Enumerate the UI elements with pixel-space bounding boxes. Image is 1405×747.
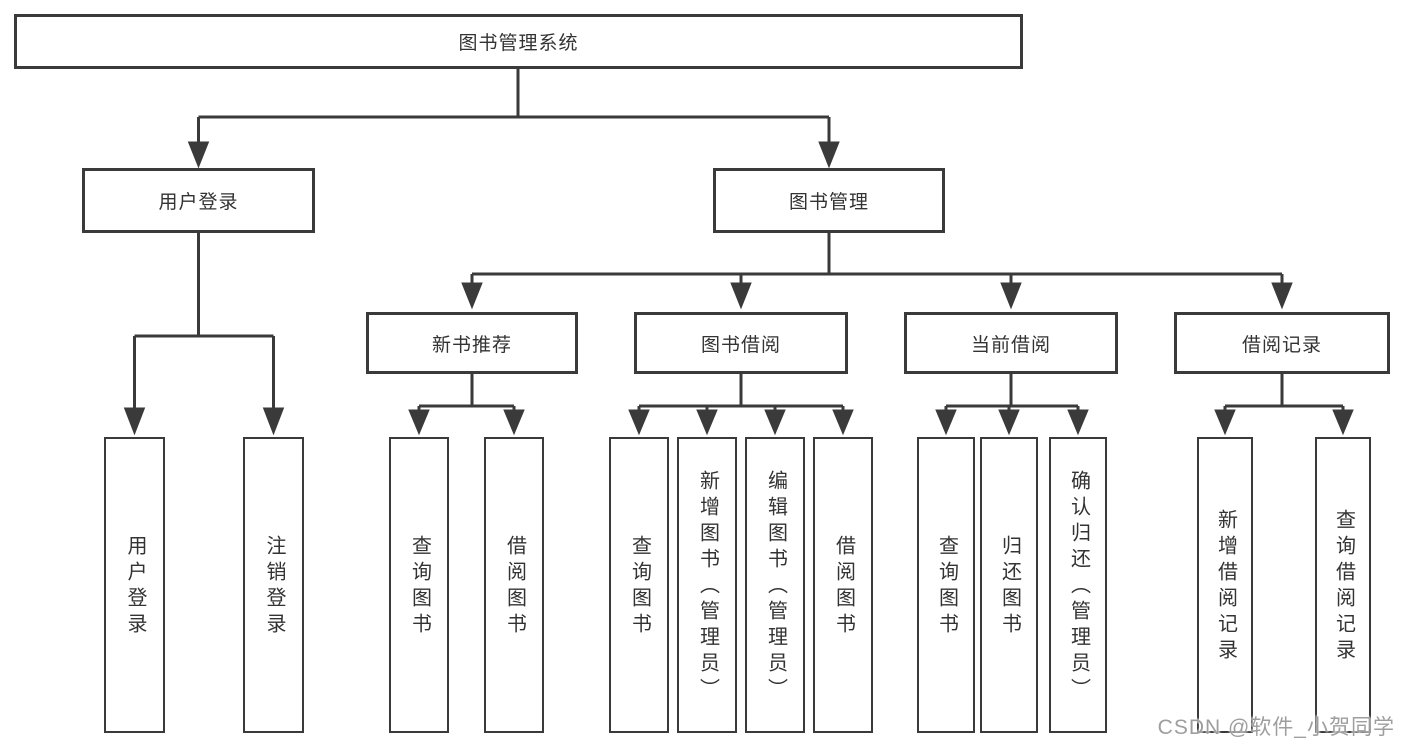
node-new-book-recommendation: 新书推荐 xyxy=(366,312,578,374)
leaf-borrow-books: 借阅图书 xyxy=(484,437,544,733)
leaf-return-book: 归还图书 xyxy=(980,437,1038,733)
connector-borrow-records-to-leaves xyxy=(1214,374,1354,436)
arrowhead xyxy=(628,409,650,436)
arrowhead xyxy=(935,409,957,436)
connector-book-borrow-to-leaves xyxy=(628,374,854,436)
arrowhead xyxy=(1067,409,1089,436)
node-book-management: 图书管理 xyxy=(713,168,945,233)
leaf-query-borrow-record: 查询借阅记录 xyxy=(1315,437,1371,733)
leaf-user-login: 用户登录 xyxy=(104,437,165,733)
connector-root-to-level2 xyxy=(187,68,840,169)
leaf-logout: 注销登录 xyxy=(243,437,304,733)
arrowhead xyxy=(408,409,430,436)
arrowhead xyxy=(730,282,752,310)
connector-current-borrow-to-leaves xyxy=(935,374,1089,436)
arrowhead xyxy=(764,409,786,436)
node-borrowing-records: 借阅记录 xyxy=(1174,312,1390,374)
arrowhead xyxy=(461,282,483,310)
arrowhead xyxy=(187,141,210,169)
node-book-borrowing: 图书借阅 xyxy=(634,312,848,374)
connector-book-mgmt-to-level3 xyxy=(461,232,1293,310)
arrowhead xyxy=(818,141,840,169)
node-current-borrowing: 当前借阅 xyxy=(904,312,1118,374)
arrowhead xyxy=(998,409,1020,436)
connector-new-book-to-leaves xyxy=(408,374,525,436)
arrowhead xyxy=(1271,282,1293,310)
arrowhead xyxy=(1214,409,1236,436)
leaf-borrow-books: 借阅图书 xyxy=(813,437,873,733)
arrowhead xyxy=(262,407,285,436)
arrowhead xyxy=(503,409,525,436)
node-user-login: 用户登录 xyxy=(82,168,315,233)
arrowhead xyxy=(1000,282,1022,310)
arrowhead xyxy=(696,409,718,436)
leaf-query-books: 查询图书 xyxy=(609,437,669,733)
leaf-add-book-admin: 新增图书（管理员） xyxy=(677,437,737,733)
arrowhead xyxy=(1332,409,1354,436)
leaf-confirm-return-admin: 确认归还（管理员） xyxy=(1049,437,1107,733)
leaf-edit-book-admin: 编辑图书（管理员） xyxy=(745,437,805,733)
node-library-management-system: 图书管理系统 xyxy=(14,14,1023,69)
arrowhead xyxy=(832,409,854,436)
leaf-query-books: 查询图书 xyxy=(917,437,975,733)
csdn-watermark: CSDN @软件_小贺同学 xyxy=(1157,716,1395,739)
leaf-query-books: 查询图书 xyxy=(389,437,449,733)
leaf-add-borrow-record: 新增借阅记录 xyxy=(1197,437,1253,733)
arrowhead xyxy=(123,407,146,436)
connector-user-login-to-leaves xyxy=(123,232,285,436)
